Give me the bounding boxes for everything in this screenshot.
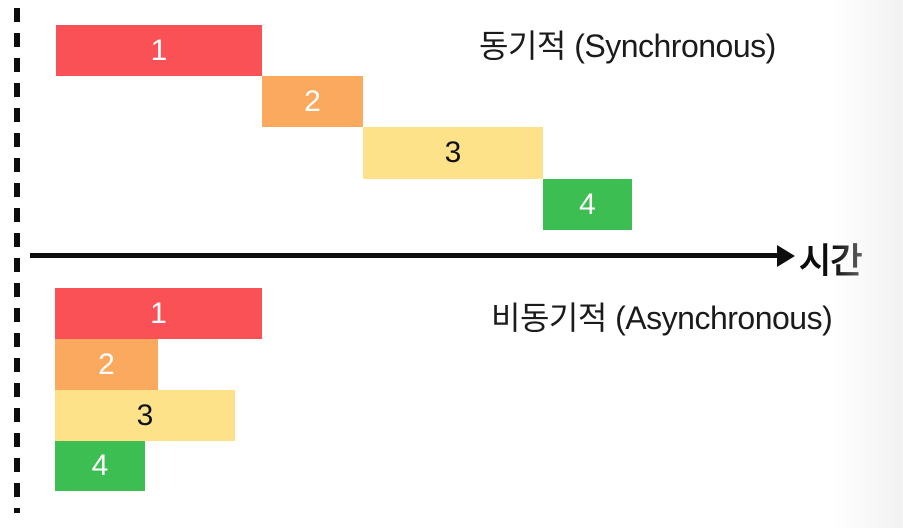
task-bar-sync-1: 1 [56,25,262,76]
task-bar-async-2: 2 [55,339,158,390]
task-bar-async-3: 3 [55,390,235,441]
async-section-title: 비동기적 (Asynchronous) [491,300,833,336]
arrow-right-icon [777,245,795,267]
task-bar-sync-2: 2 [262,76,363,127]
task-bar-async-4: 4 [55,441,145,491]
task-bar-sync-4: 4 [543,179,632,230]
start-dashed-line [14,8,20,513]
task-bar-sync-3: 3 [363,127,543,179]
task-bar-async-1: 1 [55,288,262,339]
sync-section-title: 동기적 (Synchronous) [479,28,776,64]
time-axis-line [30,253,778,258]
